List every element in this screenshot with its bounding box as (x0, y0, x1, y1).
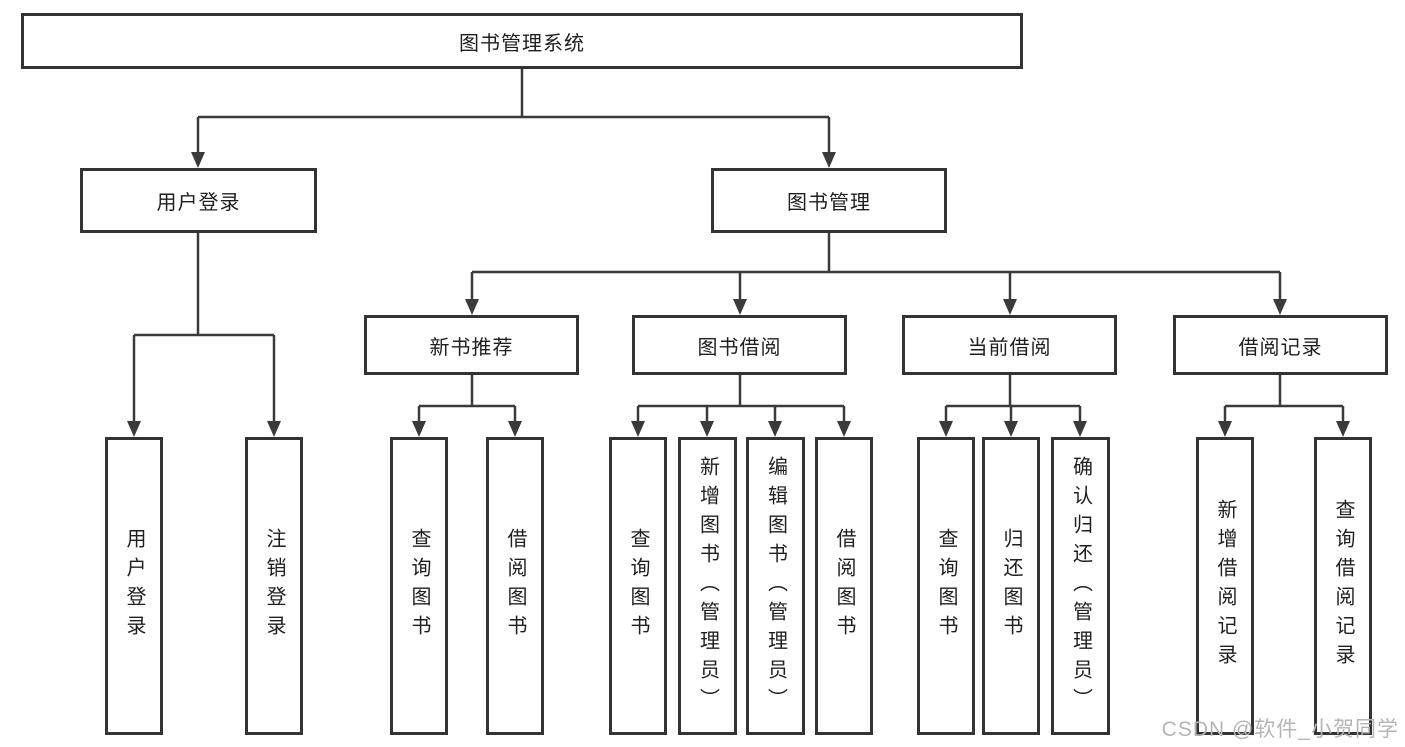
arrowhead (1273, 299, 1287, 315)
node-book-management: 图书管理 (711, 168, 947, 233)
leaf-query-books-current: 查询图书 (917, 437, 975, 735)
arrowhead (631, 421, 645, 437)
leaf-return-book: 归还图书 (982, 437, 1040, 735)
arrowhead (733, 299, 747, 315)
arrowhead (1073, 421, 1087, 437)
arrowhead (822, 152, 836, 168)
node-library-management-system: 图书管理系统 (21, 13, 1023, 69)
arrowhead (700, 421, 714, 437)
arrowhead (939, 421, 953, 437)
arrowhead (508, 421, 522, 437)
leaf-user-login: 用户登录 (105, 437, 163, 735)
leaf-borrow-books: 借阅图书 (815, 437, 873, 735)
arrowhead (127, 421, 141, 437)
arrowhead (1004, 421, 1018, 437)
leaf-query-books-borrowing: 查询图书 (609, 437, 667, 735)
node-book-borrowing: 图书借阅 (632, 315, 847, 375)
arrowhead (1218, 421, 1232, 437)
node-user-login: 用户登录 (80, 168, 317, 233)
leaf-edit-book-admin: 编辑图书（管理员） (746, 437, 805, 735)
leaf-logout: 注销登录 (245, 437, 303, 735)
leaf-add-borrow-record: 新增借阅记录 (1196, 437, 1254, 735)
leaf-query-borrow-record: 查询借阅记录 (1314, 437, 1372, 735)
arrowhead (768, 421, 782, 437)
leaf-query-books-recommend: 查询图书 (390, 437, 448, 735)
arrowhead (412, 421, 426, 437)
node-new-book-recommendation: 新书推荐 (364, 315, 579, 375)
arrowhead (1003, 299, 1017, 315)
arrowhead (465, 299, 479, 315)
node-current-borrowing: 当前借阅 (902, 315, 1117, 375)
arrowhead (191, 152, 205, 168)
leaf-add-book-admin: 新增图书（管理员） (678, 437, 737, 735)
arrowhead (837, 421, 851, 437)
arrowhead (267, 421, 281, 437)
leaf-borrow-books-recommend: 借阅图书 (486, 437, 544, 735)
leaf-confirm-return-admin: 确认归还（管理员） (1051, 437, 1110, 735)
node-borrowing-records: 借阅记录 (1173, 315, 1388, 375)
arrowhead (1336, 421, 1350, 437)
